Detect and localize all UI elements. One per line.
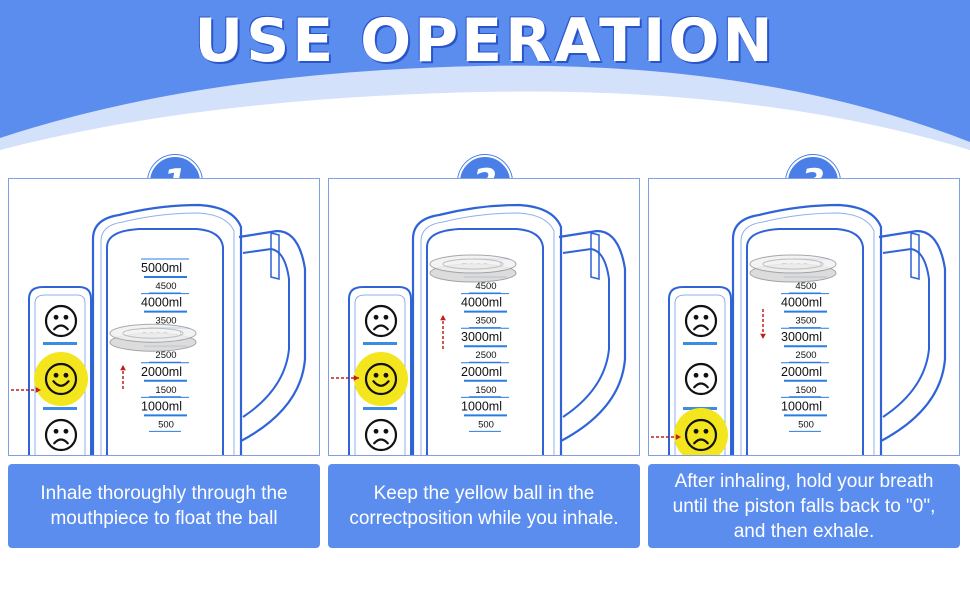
step-3-scale-label-major: 2000ml [781,365,822,379]
step-1-scale-label-major: 2000ml [141,365,182,379]
step-3-scale-label-minor: 1500 [795,385,816,396]
step-2-upper-level-bar [363,342,397,345]
step-2-scale-label-minor: 4500 [475,281,496,292]
step-1-scale-label-minor: 1500 [155,385,176,396]
step-3-ball-column [668,286,732,455]
step-2-device-illustration: 5000ml45004000ml35003000ml25002000ml1500… [331,203,627,455]
step-2-panel: 5000ml45004000ml35003000ml25002000ml1500… [328,178,640,456]
step-3-caption: After inhaling, hold your breath until t… [648,464,960,548]
step-3-piston-disk [749,254,837,283]
step-1-scale-label-minor: 3500 [155,316,176,327]
step-2-ball-column [348,286,412,455]
step-2-scale-label-minor: 1500 [475,385,496,396]
step-2-device-body [411,203,563,455]
step-1-scale-label-major: 4000ml [141,296,182,310]
step-3-device-illustration: 5000ml45004000ml35003000ml25002000ml1500… [651,203,947,455]
step-3-device-handle [878,229,947,442]
step-3-scale-label-minor: 3500 [795,316,816,327]
step-2-scale-label-major: 3000ml [461,330,502,344]
step-3-scale-label-major: 4000ml [781,296,822,310]
step-3-ball-arrow [651,434,681,440]
step-3-upper-level-bar [683,342,717,345]
step-2-lower-level-bar [363,407,397,410]
step-2-volume-cylinder [426,228,544,455]
step-3-volume-cylinder [746,228,864,455]
page-title: USE OPERATION [194,6,776,76]
step-2-ball-arrow [331,375,359,381]
step-3-device-body [731,203,883,455]
step-2-scale-label-minor: 500 [478,419,494,430]
step-1-piston-disk [109,323,197,352]
step-1-scale-label-major: 1000ml [141,399,182,413]
step-3-scale-label-major: 3000ml [781,330,822,344]
step-3-scale-label-minor: 4500 [795,281,816,292]
step-1-volume-cylinder [106,228,224,455]
step-1-device-illustration: 5000ml45004000ml35003000ml25002000ml1500… [11,203,307,455]
step-2-device-handle [558,229,627,442]
step-2-scale-label-major: 4000ml [461,296,502,310]
step-3-panel: 5000ml45004000ml35003000ml25002000ml1500… [648,178,960,456]
step-1-scale-label-major: 5000ml [141,261,182,275]
step-1-ball-arrow [11,387,41,393]
step-1-caption: Inhale thoroughly through the mouthpiece… [8,464,320,548]
step-1-scale-label-minor: 500 [158,419,174,430]
step-2-sad-face-icon-bottom [364,418,398,452]
step-1-sad-face-icon-top [44,304,78,338]
step-2-piston-up-arrow [440,315,446,349]
step-2-scale-label-major: 1000ml [461,399,502,413]
header-banner [0,0,970,150]
step-3-scale-label-minor: 2500 [795,350,816,361]
step-1-device-handle [238,229,307,442]
step-2-scale-label-minor: 2500 [475,350,496,361]
step-2-piston-disk [429,254,517,283]
step-3-yellow-ball-sad-face-icon [674,408,728,455]
step-2-caption: Keep the yellow ball in the correctposit… [328,464,640,548]
step-2-yellow-ball-smile-face-icon [354,352,408,406]
step-3-neutral-smile-face-icon [684,362,718,396]
step-1-ball-column [28,286,92,455]
step-1-scale-label-minor: 2500 [155,350,176,361]
step-1-device-body [91,203,243,455]
step-1-piston-up-arrow [120,365,126,389]
step-1-yellow-ball-smile-face-icon [34,352,88,406]
step-1-upper-level-bar [43,342,77,345]
step-1-sad-face-icon-bottom [44,418,78,452]
step-2-sad-face-icon-top [364,304,398,338]
step-3-piston-down-arrow [760,309,766,339]
step-2-scale-label-minor: 3500 [475,316,496,327]
step-1-lower-level-bar [43,407,77,410]
step-1-panel: 5000ml45004000ml35003000ml25002000ml1500… [8,178,320,456]
step-3-sad-face-icon-top [684,304,718,338]
step-3-scale-label-minor: 500 [798,419,814,430]
step-1-scale-label-minor: 4500 [155,281,176,292]
step-2-scale-label-major: 2000ml [461,365,502,379]
step-3-scale-label-major: 1000ml [781,399,822,413]
